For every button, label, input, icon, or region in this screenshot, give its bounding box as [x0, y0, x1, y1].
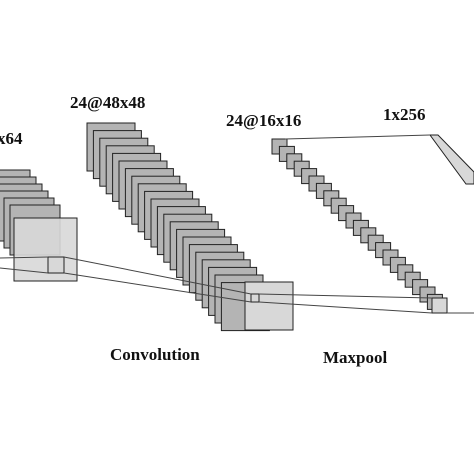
input-highlight-map	[13, 217, 78, 282]
input-dims-label: x64	[0, 129, 23, 148]
field-to-conv-line-b	[63, 272, 252, 303]
pool-to-dense-line-a	[284, 134, 431, 140]
conv-dims-label: 24@48x48	[70, 93, 145, 112]
dense-layer-bar	[429, 134, 474, 185]
maxpool-feature-map-stack	[271, 138, 448, 314]
maxpool-operation-label: Maxpool	[323, 348, 388, 367]
conv-receptive-field	[250, 293, 260, 303]
input-receptive-field	[47, 256, 65, 274]
pool-dims-label: 24@16x16	[226, 111, 301, 130]
field-to-conv-line-a	[63, 256, 252, 295]
input-to-field-line-a	[0, 256, 49, 259]
dense-dims-label: 1x256	[383, 105, 426, 124]
input-feature-map-stack	[0, 169, 78, 282]
conv-to-pool-line-a	[258, 293, 433, 299]
connection-lines	[0, 134, 474, 314]
convolution-operation-label: Convolution	[110, 345, 200, 364]
input-to-field-line-b	[0, 267, 49, 274]
convolution-feature-map-stack	[86, 122, 294, 332]
conv-to-pool-line-b	[258, 301, 433, 314]
dense-bar	[429, 134, 474, 185]
pool-highlight-map	[431, 297, 448, 314]
conv-highlight-map	[244, 281, 294, 331]
